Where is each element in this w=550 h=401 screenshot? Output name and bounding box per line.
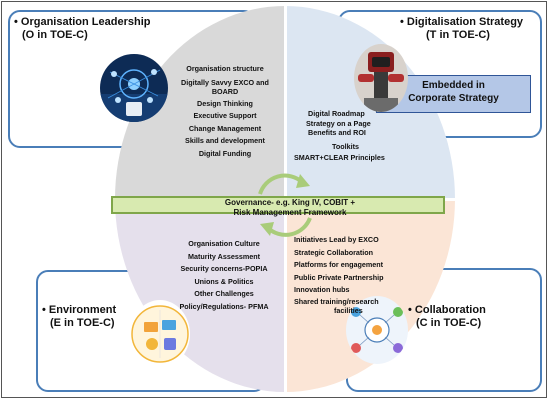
list-item: Digital Funding — [198, 148, 252, 158]
list-item: Organisation structure — [186, 64, 264, 73]
callout-line-1: Embedded in — [422, 80, 485, 91]
list-item: Design Thinking — [197, 98, 253, 108]
lower-cycle-arrow — [266, 217, 312, 237]
leadership-subtitle: (O in TOE-C) — [22, 29, 88, 41]
collaboration-title-block: • Collaboration (C in TOE-C) — [408, 304, 486, 330]
governance-text: Governance- e.g. King IV, COBIT + Risk M… — [150, 195, 430, 218]
callout-text: Embedded in Corporate Strategy — [376, 79, 531, 105]
environment-title-block: • Environment (E in TOE-C) — [42, 304, 116, 330]
digitalisation-subtitle: (T in TOE-C) — [426, 29, 490, 41]
digital-network-photo — [100, 54, 168, 122]
collaboration-network-illustration — [346, 296, 408, 364]
leadership-title: • Organisation Leadership — [14, 16, 151, 28]
list-item: Initiatives Lead by EXCO — [294, 235, 379, 244]
upper-cycle-arrow — [258, 173, 304, 195]
governance-line-2: Risk Management Framework — [233, 208, 347, 217]
list-item: Shared training/research — [294, 296, 379, 306]
digitalisation-title-block: • Digitalisation Strategy (T in TOE-C) — [400, 16, 523, 42]
list-item: Skills and development — [185, 136, 265, 145]
leadership-title-block: • Organisation Leadership (O in TOE-C) — [14, 16, 151, 42]
list-item: Organisation Culture — [188, 239, 260, 248]
list-item: Change Management — [188, 123, 262, 133]
cycle-arrows — [258, 173, 312, 237]
list-item: SMART+CLEAR Principles — [294, 152, 385, 162]
list-item: BOARD — [211, 86, 239, 96]
list-item: Digitally Savvy EXCO and — [181, 77, 269, 87]
governance-line-1: Governance- e.g. King IV, COBIT + — [224, 198, 356, 207]
governance-bar — [111, 196, 445, 214]
business-icons-illustration — [130, 300, 190, 368]
list-item: Unions & Politics — [194, 276, 254, 286]
collaboration-title: • Collaboration — [408, 304, 486, 316]
list-item: Strategy on a Page — [306, 118, 371, 128]
list-item: facilities — [334, 305, 363, 315]
list-item: Toolkits — [332, 141, 360, 151]
list-item: Public Private Partnership — [294, 272, 384, 282]
lower-arrowhead — [260, 222, 274, 236]
collaboration-subtitle: (C in TOE-C) — [416, 317, 482, 329]
list-item: Strategic Collaboration — [294, 247, 374, 257]
digitalisation-title: • Digitalisation Strategy — [400, 16, 524, 28]
list-item: Security concerns-POPIA — [180, 264, 268, 273]
list-item: Executive Support — [193, 111, 257, 120]
callout-line-2: Corporate Strategy — [408, 93, 499, 104]
environment-subtitle: (E in TOE-C) — [50, 317, 115, 329]
list-item: Innovation hubs — [294, 285, 350, 294]
digitalisation-list: Digital Roadmap Strategy on a Page Benef… — [288, 109, 408, 163]
leadership-list: Organisation structure Digitally Savvy E… — [170, 63, 280, 160]
list-item: Maturity Assessment — [187, 251, 261, 261]
list-item: Platforms for engagement — [294, 260, 384, 269]
list-item: Digital Roadmap — [308, 109, 365, 118]
collaboration-list: Initiatives Lead by EXCO Strategic Colla… — [294, 234, 414, 315]
robot-photo — [354, 44, 408, 112]
list-item: Other Challenges — [194, 289, 254, 298]
list-item: Benefits and ROI — [308, 128, 366, 137]
environment-list: Organisation Culture Maturity Assessment… — [168, 238, 280, 313]
environment-title: • Environment — [42, 304, 117, 316]
list-item: Policy/Regulations- PFMA — [179, 301, 269, 311]
upper-arrowhead — [296, 174, 310, 188]
